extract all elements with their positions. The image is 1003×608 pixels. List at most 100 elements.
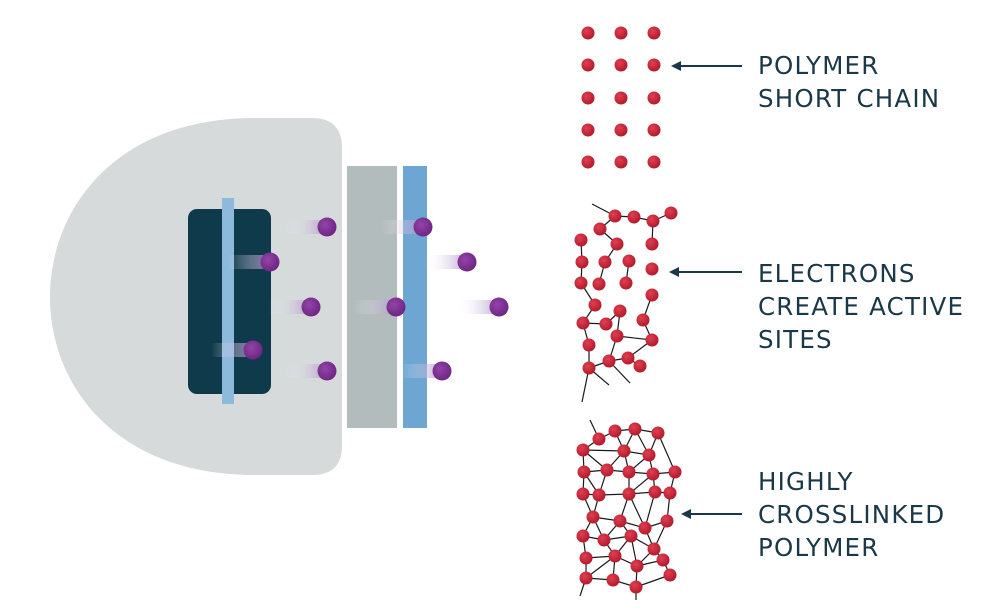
electron-trail: [381, 220, 423, 234]
atom: [598, 255, 612, 269]
atom: [622, 465, 636, 479]
electron-gun: [50, 118, 427, 475]
electron-trail: [228, 255, 270, 269]
electron-trail: [400, 364, 442, 378]
label-line: POLYMER: [758, 51, 880, 80]
atom: [646, 214, 660, 228]
atom: [581, 155, 595, 169]
electron: [489, 297, 509, 317]
atom: [660, 514, 674, 528]
atom: [574, 276, 588, 290]
atom: [576, 443, 590, 457]
label-line: SHORT CHAIN: [758, 84, 941, 113]
atom: [630, 559, 644, 573]
atom: [642, 448, 656, 462]
atom: [614, 26, 628, 40]
atom: [647, 123, 661, 137]
atom: [593, 222, 607, 236]
atom: [663, 568, 677, 582]
electron-trail: [457, 300, 499, 314]
atom: [647, 155, 661, 169]
atom: [651, 426, 665, 440]
atom: [619, 276, 633, 290]
atom: [628, 422, 642, 436]
atom: [597, 533, 611, 547]
atom: [624, 529, 638, 543]
atom: [602, 354, 616, 368]
electron: [301, 297, 321, 317]
atom: [599, 317, 613, 331]
atom: [617, 444, 631, 458]
atom: [600, 463, 614, 477]
atom: [648, 485, 662, 499]
label-line: ELECTRONS: [758, 259, 916, 288]
atom: [668, 465, 682, 479]
label-electrons-active-sites: ELECTRONS CREATE ACTIVE SITES: [758, 257, 964, 356]
label-line: SITES: [758, 325, 833, 354]
atom: [614, 58, 628, 72]
electron-trail: [211, 343, 253, 357]
electron: [432, 361, 452, 381]
atom: [592, 277, 606, 291]
atom: [608, 549, 622, 563]
electron: [317, 361, 337, 381]
atom: [614, 91, 628, 105]
atom: [647, 542, 661, 556]
electron-stream: [211, 217, 509, 381]
atom: [645, 333, 659, 347]
atom: [610, 329, 624, 343]
label-line: CROSSLINKED: [758, 500, 946, 529]
atom: [606, 573, 620, 587]
label-line: HIGHLY: [758, 467, 854, 496]
atom: [613, 514, 627, 528]
atom: [608, 424, 622, 438]
atom: [614, 123, 628, 137]
crosslinked-polymer-molecules: [576, 419, 682, 600]
atom: [610, 237, 624, 251]
label-arrows: [669, 61, 742, 519]
atom: [645, 237, 659, 251]
label-polymer-short-chain: POLYMER SHORT CHAIN: [758, 49, 940, 115]
atom: [629, 580, 643, 594]
atom: [647, 26, 661, 40]
electron-trail: [425, 255, 467, 269]
arrow-head: [669, 267, 679, 277]
atom: [579, 551, 593, 565]
atom: [608, 209, 622, 223]
atom: [638, 521, 652, 535]
atom: [588, 298, 602, 312]
label-line: CREATE ACTIVE: [758, 292, 965, 321]
arrow-head: [681, 509, 691, 519]
atom: [664, 206, 678, 220]
atom: [646, 467, 660, 481]
atom: [614, 155, 628, 169]
grey-window-plate: [347, 166, 397, 428]
polymer-short-chain-molecules: [581, 26, 661, 169]
atom: [581, 26, 595, 40]
atom: [622, 487, 636, 501]
label-line: POLYMER: [758, 533, 880, 562]
atom: [582, 338, 596, 352]
atom: [647, 91, 661, 105]
electron: [386, 297, 406, 317]
atom: [592, 488, 606, 502]
electron: [413, 217, 433, 237]
cathode-filament: [222, 198, 234, 404]
electron-trail: [285, 364, 327, 378]
atom: [581, 91, 595, 105]
atom: [577, 465, 591, 479]
blue-window-plate: [403, 166, 427, 428]
atom: [645, 288, 659, 302]
bond: [657, 432, 676, 473]
atom: [586, 510, 600, 524]
atom: [633, 359, 647, 373]
active-sites-molecules: [574, 203, 678, 403]
atom: [656, 553, 670, 567]
electron: [243, 340, 263, 360]
electron: [457, 252, 477, 272]
atom: [645, 262, 659, 276]
arrow-head: [671, 61, 681, 71]
atom: [581, 123, 595, 137]
electron-trail: [269, 300, 311, 314]
